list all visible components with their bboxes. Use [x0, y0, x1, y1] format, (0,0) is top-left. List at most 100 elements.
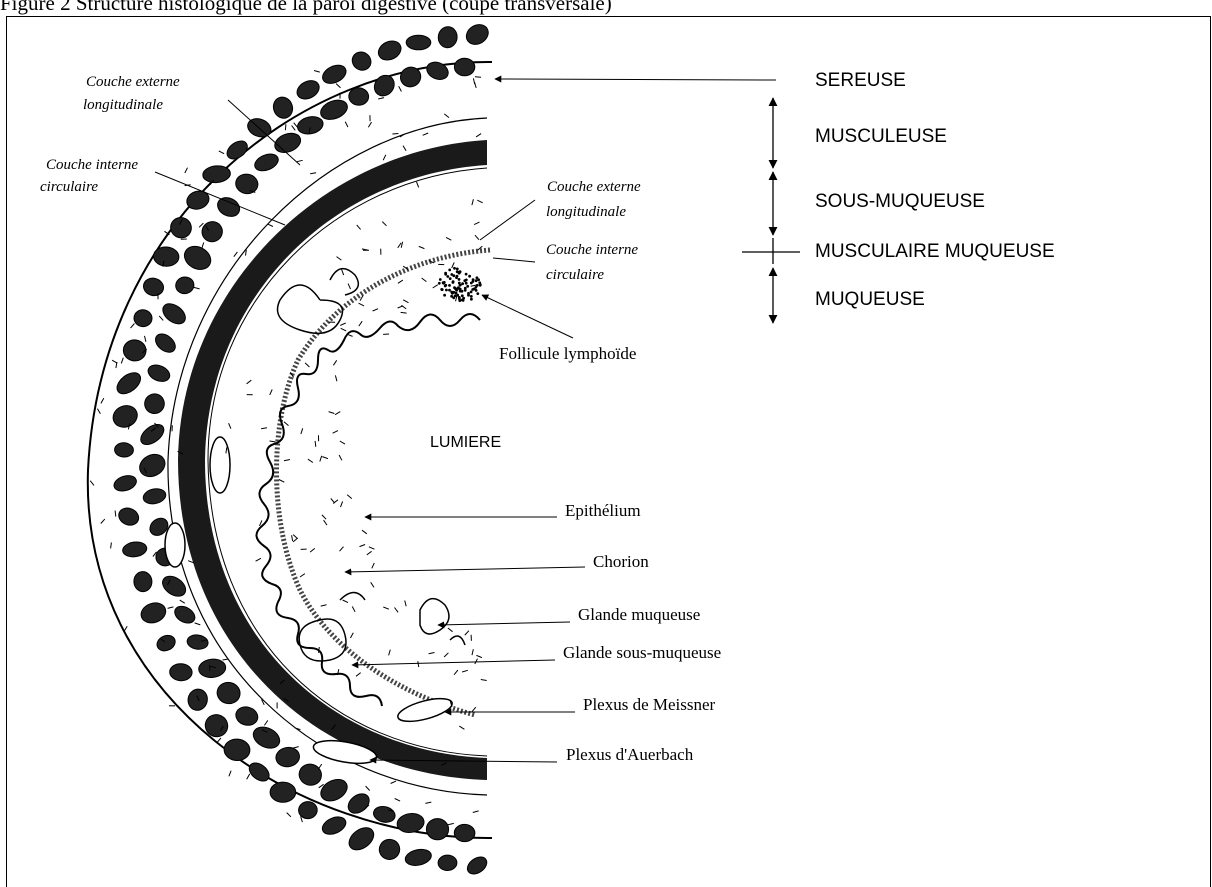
texture-dash: [255, 557, 262, 562]
texture-dash: [381, 221, 387, 227]
texture-dash: [402, 265, 409, 271]
texture-dash: [259, 520, 263, 527]
texture-dash: [346, 494, 353, 499]
follicle-dot: [469, 281, 473, 285]
follicle-dot: [450, 294, 453, 298]
texture-dash: [130, 323, 135, 329]
texture-dash: [359, 544, 366, 548]
texture-dash: [177, 450, 184, 455]
texture-dash: [184, 167, 188, 174]
texture-dash: [383, 606, 390, 610]
texture-dash: [449, 700, 453, 707]
follicle-dot: [475, 276, 479, 280]
texture-dash: [304, 362, 310, 368]
texture-dash: [309, 548, 316, 553]
follicle-dot: [448, 268, 452, 272]
layer-musculaire-muqueuse: MUSCULAIRE MUQUEUSE: [815, 241, 1055, 262]
muscle-bundle: [170, 217, 192, 239]
texture-dash: [187, 560, 194, 564]
texture-dash: [319, 455, 323, 462]
texture-dash: [205, 225, 210, 232]
texture-dash: [477, 199, 483, 204]
texture-dash: [292, 534, 298, 540]
muscle-bundle: [174, 605, 196, 624]
muscle-bundle: [187, 688, 208, 711]
muscle-bundle: [321, 816, 347, 835]
submucosal-gland-bottom: [298, 591, 366, 662]
texture-dash: [216, 737, 222, 743]
pointer-lines: [154, 75, 777, 764]
muscle-bundle: [186, 190, 210, 210]
texture-dash: [399, 133, 406, 138]
texture-dash: [314, 440, 317, 447]
follicle-dot: [458, 297, 461, 301]
texture-dash: [428, 260, 435, 264]
texture-dash: [349, 632, 354, 639]
follicle-dot: [457, 278, 461, 281]
muscle-bundle: [216, 681, 241, 705]
texture-dash: [100, 397, 105, 404]
muscle-bundle: [426, 61, 449, 80]
texture-dash: [141, 348, 148, 354]
label-follicule: Follicule lymphoïde: [499, 344, 636, 363]
texture-dash: [371, 562, 375, 569]
follicle-dot: [444, 283, 448, 287]
muscle-bundle: [405, 34, 432, 51]
texture-dash: [341, 269, 345, 276]
follicle-dot: [470, 297, 473, 301]
follicle-dot: [464, 281, 468, 285]
follicle-dot: [457, 286, 460, 290]
follicle-dot: [477, 278, 480, 282]
texture-dash: [167, 579, 171, 586]
texture-dash: [394, 607, 399, 613]
texture-dash: [471, 649, 474, 656]
texture-dash: [364, 804, 370, 810]
texture-dash: [201, 242, 205, 249]
texture-dash: [294, 727, 301, 731]
serosa-outline: [86, 60, 493, 840]
muscle-bundle: [183, 245, 212, 270]
texture-dash: [164, 230, 170, 236]
texture-dash: [361, 529, 368, 535]
muscle-bundle: [272, 96, 294, 119]
texture-dash: [417, 661, 420, 668]
texture-dash: [278, 479, 285, 483]
epithelium-folds: [255, 313, 481, 707]
texture-dash: [370, 582, 375, 588]
texture-dash: [154, 422, 159, 428]
follicle-dot: [448, 284, 451, 287]
texture-dash: [291, 535, 294, 542]
mucosal-gland: [419, 597, 466, 646]
texture-dash: [372, 308, 379, 312]
submucosal-gland-top: [276, 267, 360, 335]
texture-dash: [308, 127, 311, 134]
texture-dash: [222, 658, 229, 661]
label-glande-sous-muqueuse: Glande sous-muqueuse: [563, 643, 721, 662]
follicle-dot: [469, 290, 473, 294]
muscle-bundle: [149, 517, 169, 536]
muscle-bundle: [155, 333, 176, 353]
texture-dash: [361, 248, 368, 251]
texture-dash: [388, 649, 391, 656]
texture-dash: [299, 573, 306, 578]
texture-dash: [400, 311, 407, 314]
muscle-bundle: [142, 488, 167, 505]
muscle-bundle: [133, 309, 153, 328]
label-mid-couche-interne: Couche interne circulaire: [546, 242, 642, 283]
follicle-dot: [475, 283, 479, 287]
follicle-dot: [468, 274, 471, 278]
texture-dash: [459, 725, 465, 730]
muscle-bundle: [400, 66, 422, 88]
texture-dash: [400, 241, 404, 248]
texture-dash: [269, 389, 273, 396]
texture-dash: [283, 421, 289, 426]
follicle-dot: [442, 281, 446, 284]
texture-dash: [167, 606, 174, 609]
texture-dash: [443, 652, 449, 658]
figure-caption: Figure 2 Structure histologique de la pa…: [0, 0, 612, 15]
texture-dash: [96, 408, 101, 415]
texture-dash: [162, 260, 165, 267]
texture-dash: [401, 304, 407, 310]
label-glande-muqueuse: Glande muqueuse: [578, 605, 700, 624]
muscle-bundle: [453, 823, 476, 843]
